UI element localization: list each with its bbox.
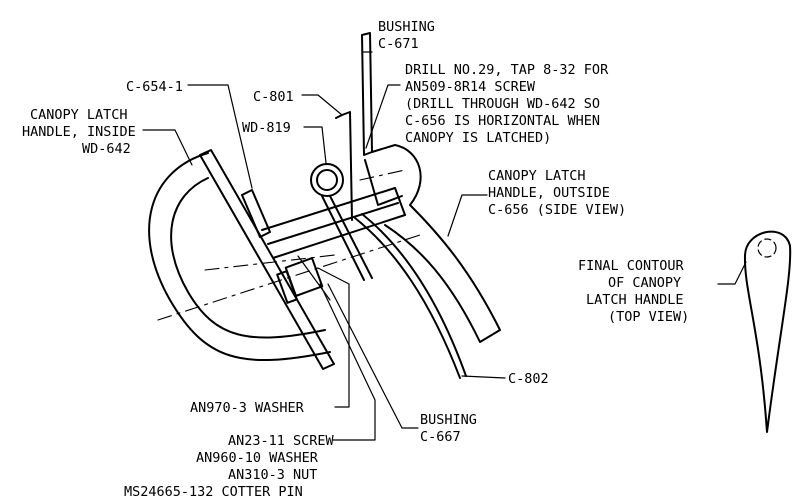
svg-text:CANOPY IS LATCHED): CANOPY IS LATCHED) bbox=[405, 130, 551, 146]
svg-text:C-671: C-671 bbox=[378, 36, 419, 52]
label-c802: C-802 bbox=[508, 371, 549, 387]
label-drill-note: DRILL NO.29, TAP 8-32 FOR AN509-8R14 SCR… bbox=[405, 62, 609, 146]
svg-text:FINAL CONTOUR: FINAL CONTOUR bbox=[578, 258, 685, 274]
center-lines bbox=[157, 169, 421, 321]
label-washer-an970: AN970-3 WASHER bbox=[190, 400, 305, 416]
label-final-contour: FINAL CONTOUR OF CANOPY LATCH HANDLE (TO… bbox=[578, 258, 689, 325]
svg-text:WD-642: WD-642 bbox=[82, 141, 131, 157]
svg-text:AN23-11 SCREW: AN23-11 SCREW bbox=[228, 433, 335, 449]
bushing-c671 bbox=[361, 32, 373, 156]
shaft bbox=[261, 187, 406, 259]
label-c801: C-801 bbox=[253, 89, 294, 105]
label-hardware-stack: AN23-11 SCREW AN960-10 WASHER AN310-3 NU… bbox=[124, 433, 335, 500]
svg-text:DRILL NO.29, TAP 8-32 FOR: DRILL NO.29, TAP 8-32 FOR bbox=[405, 62, 609, 78]
label-bushing-c667: BUSHING C-667 bbox=[420, 412, 477, 445]
label-wd819: WD-819 bbox=[242, 120, 291, 136]
svg-text:HANDLE, INSIDE: HANDLE, INSIDE bbox=[22, 124, 136, 140]
svg-text:AN960-10 WASHER: AN960-10 WASHER bbox=[196, 450, 319, 466]
svg-text:LATCH HANDLE: LATCH HANDLE bbox=[586, 292, 684, 308]
svg-text:(DRILL THROUGH WD-642 SO: (DRILL THROUGH WD-642 SO bbox=[405, 96, 600, 112]
svg-text:C-667: C-667 bbox=[420, 429, 461, 445]
cable-c802 bbox=[354, 213, 467, 379]
svg-text:CANOPY LATCH: CANOPY LATCH bbox=[30, 107, 128, 123]
label-bushing-c671: BUSHING C-671 bbox=[378, 19, 435, 52]
svg-text:OF CANOPY: OF CANOPY bbox=[608, 275, 681, 291]
svg-text:C-656 (SIDE VIEW): C-656 (SIDE VIEW) bbox=[488, 202, 626, 218]
mounting-plate bbox=[199, 149, 335, 370]
svg-text:BUSHING: BUSHING bbox=[378, 19, 435, 35]
label-outside-handle: CANOPY LATCH HANDLE, OUTSIDE C-656 (SIDE… bbox=[488, 168, 626, 218]
svg-text:MS24665-132 COTTER PIN: MS24665-132 COTTER PIN bbox=[124, 484, 303, 500]
svg-text:AN509-8R14 SCREW: AN509-8R14 SCREW bbox=[405, 79, 536, 95]
svg-text:BUSHING: BUSHING bbox=[420, 412, 477, 428]
svg-text:C-656 IS HORIZONTAL WHEN: C-656 IS HORIZONTAL WHEN bbox=[405, 113, 600, 129]
strip-c801 bbox=[335, 111, 353, 221]
svg-text:HANDLE, OUTSIDE: HANDLE, OUTSIDE bbox=[488, 185, 610, 201]
outside-handle bbox=[364, 144, 501, 343]
label-c654: C-654-1 bbox=[126, 79, 183, 95]
inside-handle-tube bbox=[148, 152, 331, 362]
spring-wd819 bbox=[310, 163, 373, 281]
final-contour-top-view bbox=[743, 230, 792, 433]
leader-lines bbox=[142, 51, 747, 441]
svg-text:(TOP VIEW): (TOP VIEW) bbox=[608, 309, 689, 325]
svg-text:CANOPY LATCH: CANOPY LATCH bbox=[488, 168, 586, 184]
label-inside-handle: CANOPY LATCH HANDLE, INSIDE WD-642 bbox=[22, 107, 136, 157]
svg-text:AN310-3 NUT: AN310-3 NUT bbox=[228, 467, 317, 483]
